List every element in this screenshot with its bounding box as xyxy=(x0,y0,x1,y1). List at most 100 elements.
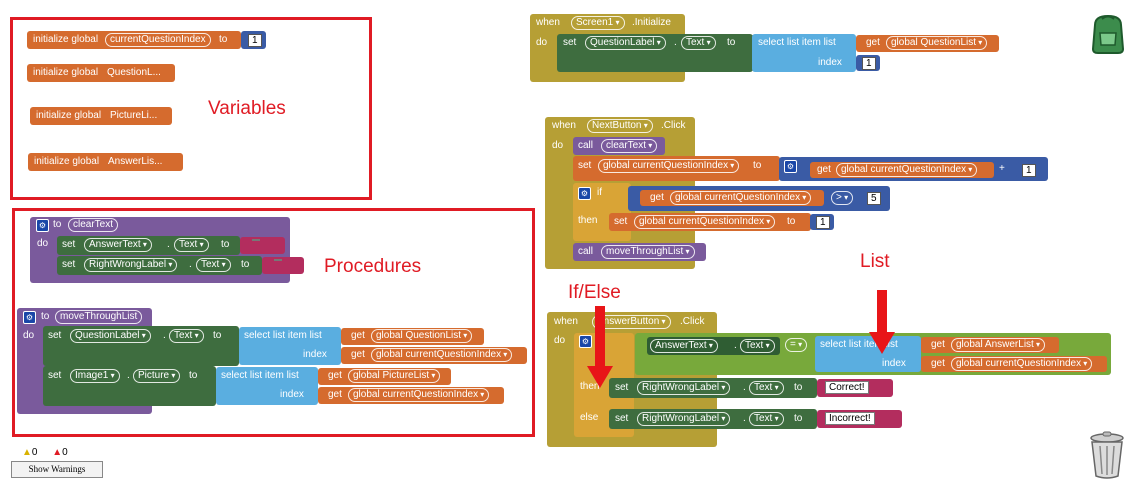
component-dropdown[interactable]: AnswerButton xyxy=(592,315,671,329)
set-questionlabel-text[interactable]: set QuestionLabel . Text to xyxy=(557,34,753,72)
empty-string-block[interactable] xyxy=(262,257,304,274)
number-block[interactable]: 1 xyxy=(856,55,880,71)
get-global-currentquestionindex[interactable]: get global currentQuestionIndex xyxy=(810,162,994,178)
trash-icon[interactable] xyxy=(1088,430,1126,480)
number-value[interactable]: 1 xyxy=(1022,164,1036,177)
number-block[interactable]: 5 xyxy=(861,190,885,206)
get-global-questionlist[interactable]: get global QuestionList xyxy=(341,328,484,345)
call-movethroughlist[interactable]: call moveThroughList xyxy=(573,243,706,261)
proc-do-label: do xyxy=(37,238,49,249)
do-label: do xyxy=(554,335,566,346)
component-dropdown[interactable]: QuestionLabel xyxy=(585,36,666,50)
set-global-currentquestionindex[interactable]: set global currentQuestionIndex to xyxy=(573,156,780,181)
variable-dropdown[interactable]: global currentQuestionIndex xyxy=(598,159,740,173)
component-dropdown[interactable]: QuestionLabel xyxy=(70,329,151,343)
component-dropdown[interactable]: Screen1 xyxy=(571,16,625,30)
gear-icon[interactable]: ⚙ xyxy=(784,160,797,173)
to-label: to xyxy=(794,413,803,424)
property-dropdown[interactable]: Text xyxy=(681,36,716,50)
component-dropdown[interactable]: AnswerText xyxy=(650,339,718,353)
component-dropdown[interactable]: RightWrongLabel xyxy=(637,412,731,426)
procedure-dropdown[interactable]: clearText xyxy=(601,139,658,153)
get-global-answerlist[interactable]: get global AnswerList xyxy=(921,337,1059,353)
proc-name-field[interactable]: clearText xyxy=(68,218,119,232)
get-global-currentquestionindex[interactable]: get global currentQuestionIndex xyxy=(921,356,1107,372)
init-global-currentquestionindex[interactable]: initialize global currentQuestionIndex t… xyxy=(27,31,241,49)
var-name: QuestionL... xyxy=(107,67,161,78)
empty-string-block[interactable] xyxy=(240,237,285,254)
component-dropdown[interactable]: AnswerText xyxy=(84,238,152,252)
operator-dropdown[interactable]: > xyxy=(831,191,854,205)
get-label: get xyxy=(351,330,365,341)
get-global-currentquestionindex[interactable]: get global currentQuestionIndex xyxy=(318,387,504,404)
number-value[interactable]: 1 xyxy=(862,57,876,70)
get-global-currentquestionindex[interactable]: get global currentQuestionIndex xyxy=(640,190,824,206)
string-value[interactable]: Correct! xyxy=(825,381,869,394)
var-name-field[interactable]: currentQuestionIndex xyxy=(105,33,211,47)
string-value[interactable] xyxy=(252,239,260,241)
get-global-questionlist[interactable]: get global QuestionList xyxy=(856,35,999,52)
number-block[interactable]: 1 xyxy=(810,214,834,230)
select-list-item-block[interactable]: select list item list index xyxy=(216,367,318,405)
string-value[interactable] xyxy=(274,259,282,261)
dot: . xyxy=(189,259,192,270)
set-rightwronglabel-text-correct[interactable]: set RightWrongLabel . Text to xyxy=(609,378,817,398)
call-cleartext[interactable]: call clearText xyxy=(573,137,665,155)
init-global-questionlist[interactable]: initialize global QuestionL... xyxy=(27,64,175,82)
property-dropdown[interactable]: Picture xyxy=(133,369,181,383)
variable-dropdown[interactable]: global QuestionList xyxy=(886,36,988,50)
select-list-item-block[interactable]: select list item list index xyxy=(815,336,921,372)
variable-dropdown[interactable]: global currentQuestionIndex xyxy=(951,357,1093,371)
component-dropdown[interactable]: RightWrongLabel xyxy=(84,258,178,272)
number-value[interactable]: 5 xyxy=(867,192,881,205)
string-correct-block[interactable]: Correct! xyxy=(817,379,893,397)
property-dropdown[interactable]: Text xyxy=(169,329,204,343)
variable-dropdown[interactable]: global PictureList xyxy=(348,369,441,383)
get-global-picturelist[interactable]: get global PictureList xyxy=(318,368,451,385)
get-answertext-text[interactable]: AnswerText . Text xyxy=(647,337,780,355)
property-dropdown[interactable]: Text xyxy=(749,412,784,426)
property-dropdown[interactable]: Text xyxy=(196,258,231,272)
component-dropdown[interactable]: NextButton xyxy=(587,119,653,133)
variable-dropdown[interactable]: global currentQuestionIndex xyxy=(371,348,513,362)
number-block[interactable]: 1 xyxy=(1016,162,1042,178)
operator-dropdown[interactable]: = xyxy=(785,338,808,352)
string-value[interactable]: Incorrect! xyxy=(825,412,875,425)
gear-icon[interactable]: ⚙ xyxy=(579,335,592,348)
component-dropdown[interactable]: Image1 xyxy=(70,369,120,383)
number-value[interactable]: 1 xyxy=(248,34,262,47)
set-answertext-text[interactable]: set AnswerText . Text to xyxy=(57,236,240,255)
init-global-picturelist[interactable]: initialize global PictureLi... xyxy=(30,107,172,125)
set-rightwronglabel-text[interactable]: set RightWrongLabel . Text to xyxy=(57,256,262,275)
gear-icon[interactable]: ⚙ xyxy=(36,219,49,232)
init-global-answerlist[interactable]: initialize global AnswerLis... xyxy=(28,153,183,171)
select-list-item-block[interactable]: select list item list index xyxy=(752,34,856,72)
variable-dropdown[interactable]: global currentQuestionIndex xyxy=(348,388,490,402)
property-dropdown[interactable]: Text xyxy=(740,339,775,353)
number-block[interactable]: 1 xyxy=(241,31,266,49)
select-list-item-block[interactable]: select list item list index xyxy=(239,327,341,365)
show-warnings-button[interactable]: Show Warnings xyxy=(11,461,103,478)
backpack-icon[interactable] xyxy=(1088,13,1128,55)
variable-dropdown[interactable]: global AnswerList xyxy=(951,338,1046,352)
property-dropdown[interactable]: Text xyxy=(749,381,784,395)
proc-name-field[interactable]: moveThroughList xyxy=(55,310,143,324)
gear-icon[interactable]: ⚙ xyxy=(23,311,36,324)
var-name: AnswerLis... xyxy=(108,156,163,167)
gear-icon[interactable]: ⚙ xyxy=(578,187,591,200)
variable-dropdown[interactable]: global currentQuestionIndex xyxy=(634,215,776,229)
number-value[interactable]: 1 xyxy=(816,216,830,229)
string-incorrect-block[interactable]: Incorrect! xyxy=(817,410,902,428)
variable-dropdown[interactable]: global QuestionList xyxy=(371,329,473,343)
set-questionlabel-text[interactable]: set QuestionLabel . Text to xyxy=(43,326,239,366)
property-dropdown[interactable]: Text xyxy=(174,238,209,252)
get-global-currentquestionindex[interactable]: get global currentQuestionIndex xyxy=(341,347,527,364)
component-dropdown[interactable]: RightWrongLabel xyxy=(637,381,731,395)
variable-dropdown[interactable]: global currentQuestionIndex xyxy=(670,191,812,205)
set-image1-picture[interactable]: set Image1 . Picture to xyxy=(43,366,216,406)
if-block[interactable]: ⚙ if then xyxy=(573,183,631,241)
set-global-currentquestionindex[interactable]: set global currentQuestionIndex to xyxy=(609,213,811,231)
procedure-dropdown[interactable]: moveThroughList xyxy=(601,245,695,259)
variable-dropdown[interactable]: global currentQuestionIndex xyxy=(836,163,978,177)
set-rightwronglabel-text-incorrect[interactable]: set RightWrongLabel . Text to xyxy=(609,409,817,429)
